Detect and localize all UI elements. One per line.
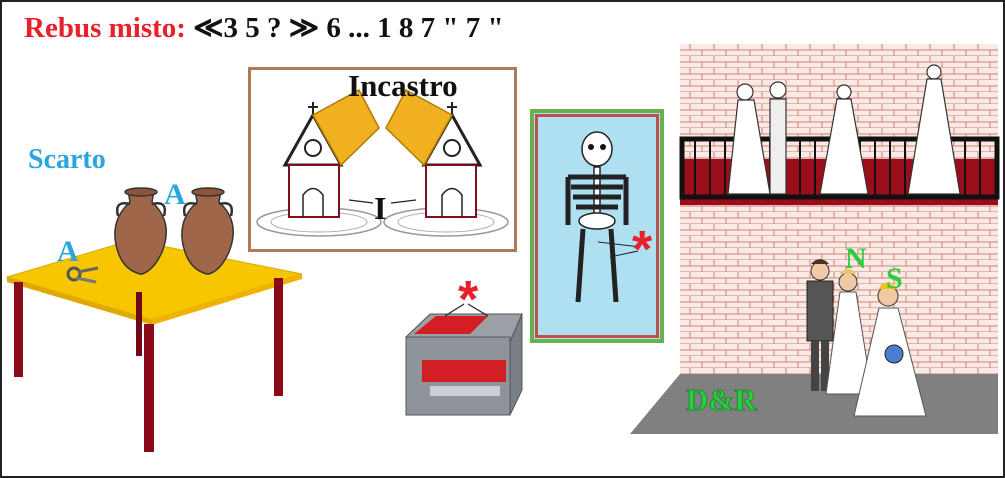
battery-icon (404, 303, 523, 416)
letter-s: S (886, 262, 903, 295)
puzzle-title: Rebus misto: ≪3 5 ? ≫ 6 ... 1 8 7 " 7 " (24, 10, 504, 45)
table-scene (5, 187, 303, 452)
balcony-bride-center-icon (819, 84, 869, 195)
letter-i: I (374, 190, 387, 226)
church-right-icon (383, 88, 509, 237)
balcony-couple-icon (727, 81, 787, 195)
skeleton-asterisk: * (632, 221, 653, 279)
keys-icon (66, 266, 99, 284)
letter-n: N (845, 242, 867, 275)
title-formula: ≪3 5 ? ≫ 6 ... 1 8 7 " 7 " (193, 12, 504, 44)
balcony-bride-right-icon (907, 64, 961, 195)
groom-icon (806, 259, 834, 391)
letter-a-keys: A (57, 235, 79, 268)
dr-label: D&R (686, 382, 758, 418)
vase-left-icon (114, 187, 167, 275)
vase-right-icon (181, 187, 234, 275)
incastro-label: Incastro (348, 68, 458, 103)
churches-scene (256, 88, 509, 237)
skeleton-icon (565, 131, 641, 303)
bride-front-icon (853, 282, 927, 417)
battery-asterisk: * (458, 271, 479, 329)
letter-a-vases: A (164, 178, 186, 211)
church-left-icon (256, 88, 382, 237)
wedding-building-scene (630, 44, 1000, 434)
table-icon (5, 239, 303, 452)
scarto-label: Scarto (28, 144, 106, 175)
title-label: Rebus misto: (24, 12, 186, 44)
